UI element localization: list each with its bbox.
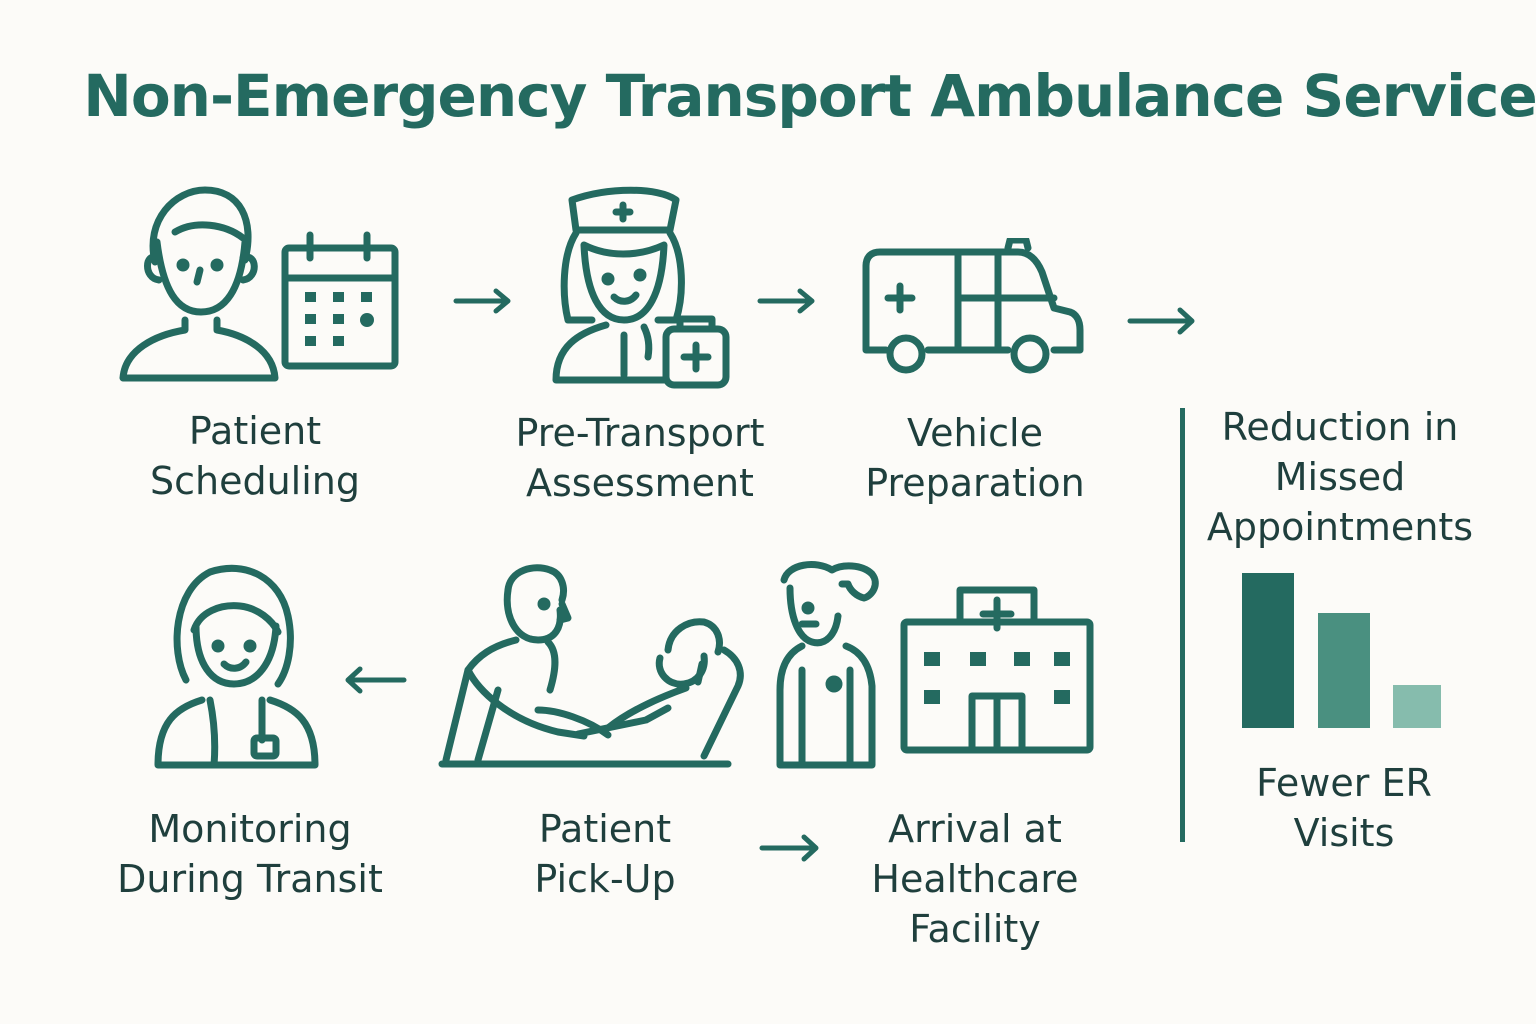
arrow-left [345, 666, 407, 694]
step-label-arrival: Arrival at Healthcare Facility [871, 807, 1079, 951]
outcomes-divider [1180, 408, 1185, 842]
arrow-right-4 [759, 834, 819, 862]
outcome-bar-2 [1318, 613, 1370, 728]
arrow-right-3 [1127, 307, 1195, 335]
step-label-patient-scheduling: Patient Scheduling [149, 409, 360, 503]
monitoring-doctor-icon [150, 560, 325, 770]
step-label-monitoring: Monitoring During Transit [117, 807, 383, 901]
staff-hospital-icon [772, 560, 1097, 770]
outcome-bar-3 [1393, 685, 1441, 728]
ambulance-icon [858, 238, 1088, 378]
nurse-medkit-icon [548, 185, 738, 395]
arrow-right-1 [453, 288, 511, 314]
patient-pickup-icon [438, 560, 750, 772]
outcome-bar-chart [1242, 573, 1441, 728]
arrow-right-2 [757, 288, 815, 314]
step-label-vehicle-preparation: Vehicle Preparation [865, 411, 1085, 505]
patient-calendar-icon [115, 180, 405, 385]
step-label-pre-transport-assessment: Pre-Transport Assessment [515, 411, 765, 505]
outcome-fewer-er-visits: Fewer ER Visits [1256, 761, 1432, 855]
outcome-missed-appointments: Reduction in Missed Appointments [1206, 405, 1474, 549]
step-label-patient-pickup: Patient Pick-Up [534, 807, 676, 901]
outcome-bar-1 [1242, 573, 1294, 728]
page-title: Non-Emergency Transport Ambulance Servic… [83, 62, 1536, 130]
